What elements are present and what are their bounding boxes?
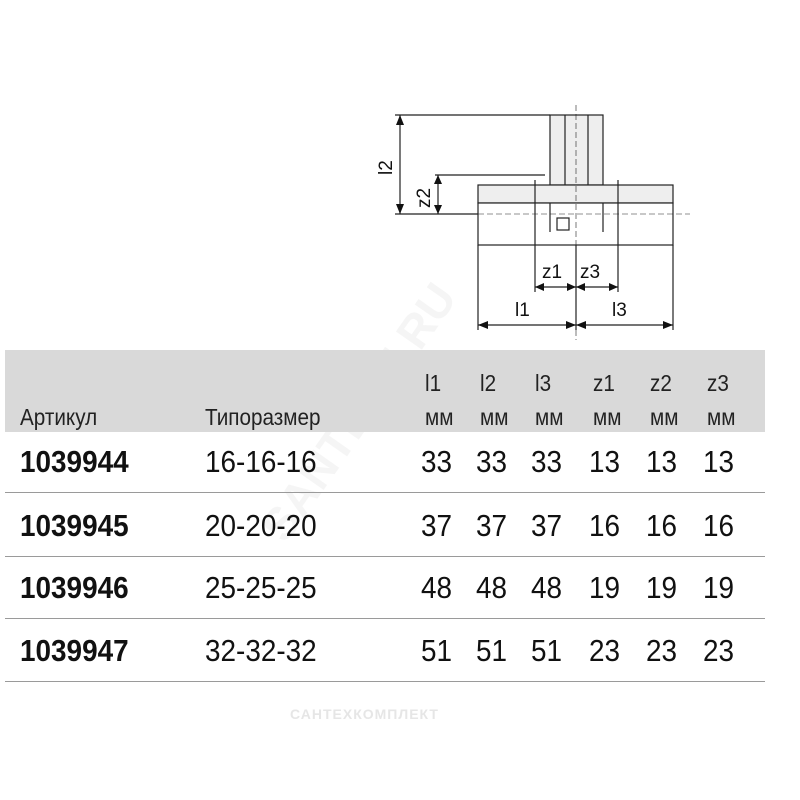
row-dim-value: 13 [703,444,735,479]
row-size: 25-25-25 [205,570,317,605]
dim-label-l1: l1 [515,300,530,321]
row-size: 16-16-16 [205,444,317,479]
row-dim-value: 16 [703,508,735,543]
row-dim-value: 19 [646,570,678,605]
header-dim-2: l3 [535,370,552,396]
row-size: 20-20-20 [205,508,317,543]
header-dim-3: z1 [593,370,615,396]
row-divider [5,618,765,619]
dim-label-z2: z2 [414,188,435,208]
dim-label-l2: l2 [376,160,397,175]
header-dim-5: z3 [707,370,729,396]
header-dim-0: l1 [425,370,442,396]
row-dim-value: 51 [531,633,563,668]
row-dim-value: 37 [476,508,508,543]
row-dim-value: 19 [589,570,621,605]
row-dim-value: 33 [421,444,453,479]
header-unit-0: мм [425,404,454,430]
dim-label-l3: l3 [612,300,627,321]
row-divider [5,492,765,493]
row-dim-value: 51 [476,633,508,668]
row-dim-value: 19 [703,570,735,605]
row-dim-value: 33 [476,444,508,479]
row-dim-value: 13 [589,444,621,479]
row-dim-value: 51 [421,633,453,668]
header-unit-5: мм [707,404,736,430]
row-article: 1039946 [20,570,129,605]
header-dim-4: z2 [650,370,672,396]
row-dim-value: 13 [646,444,678,479]
row-dim-value: 37 [531,508,563,543]
row-dim-value: 48 [476,570,508,605]
row-article: 1039947 [20,633,129,668]
row-dim-value: 16 [646,508,678,543]
row-article: 1039945 [20,508,129,543]
row-dim-value: 23 [703,633,735,668]
header-unit-1: мм [480,404,509,430]
row-divider [5,681,765,682]
row-dim-value: 23 [646,633,678,668]
header-unit-2: мм [535,404,564,430]
table-header-band [5,350,765,432]
row-dim-value: 16 [589,508,621,543]
row-dim-value: 48 [531,570,563,605]
header-article: Артикул [20,404,98,430]
header-dim-1: l2 [480,370,497,396]
row-dim-value: 23 [589,633,621,668]
dim-label-z3: z3 [580,262,600,283]
row-size: 32-32-32 [205,633,317,668]
tee-fitting-drawing: l2 z2 z1 z3 l1 l3 [376,105,690,340]
row-dim-value: 33 [531,444,563,479]
row-article: 1039944 [20,444,129,479]
row-dim-value: 48 [421,570,453,605]
watermark-logo: САНТЕХКОМПЛЕКТ [290,706,439,722]
header-unit-3: мм [593,404,622,430]
header-unit-4: мм [650,404,679,430]
row-divider [5,556,765,557]
dim-label-z1: z1 [542,262,562,283]
header-size: Типоразмер [205,404,321,430]
row-dim-value: 37 [421,508,453,543]
